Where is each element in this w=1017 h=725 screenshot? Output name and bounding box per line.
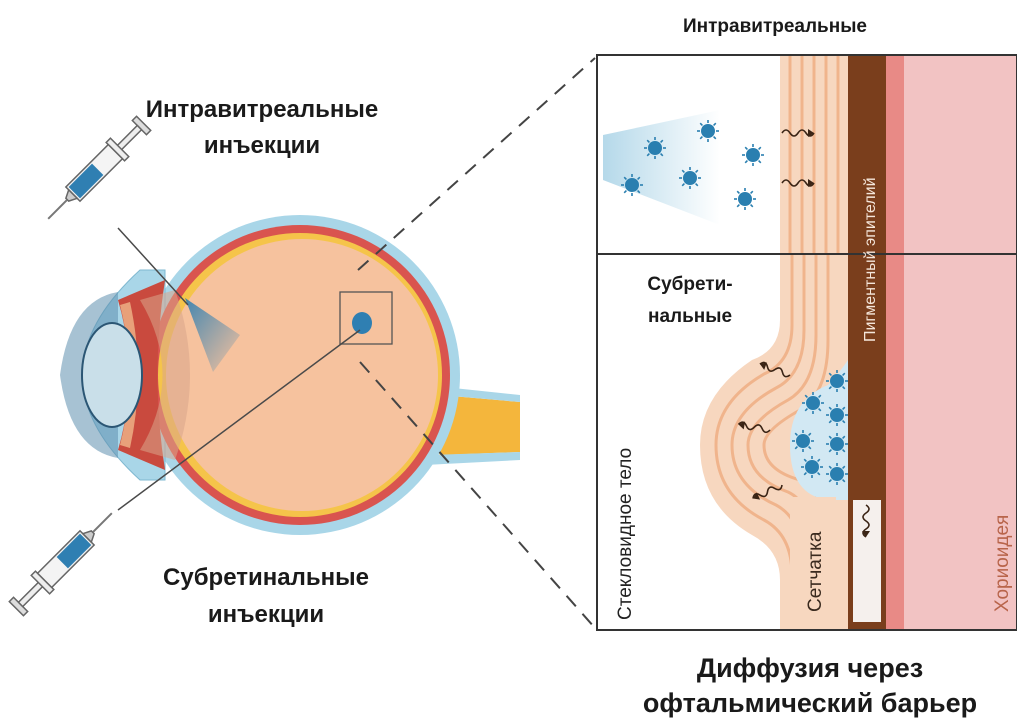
subretinal-bleb (352, 312, 372, 334)
pigment-epithelium-label: Пигментный эпителий (862, 177, 879, 342)
vitreous-chamber (166, 239, 438, 511)
inset-subretinal-label: Субрети- (647, 274, 732, 295)
magnified-panel: Интравитреальные (597, 16, 1017, 630)
eye-cross-section (60, 215, 520, 535)
inset-subretinal-label-2: нальные (648, 306, 732, 327)
intravitreal-subpanel (597, 55, 1017, 253)
choroid-label: Хориоидея (992, 515, 1013, 612)
caption-line-2: офтальмический барьер (643, 688, 977, 718)
intravitreal-injections-label-2: инъекции (204, 132, 320, 159)
inset-intravitreal-title: Интравитреальные (683, 16, 867, 37)
retina-label: Сетчатка (805, 531, 826, 612)
syringe-icon (39, 114, 153, 228)
intravitreal-injections-label: Интравитреальные (146, 96, 378, 123)
syringe-icon (7, 504, 121, 618)
subretinal-injections-label: Субретинальные (163, 564, 369, 591)
subretinal-injections-label-2: инъекции (208, 601, 324, 628)
lens (82, 323, 142, 427)
caption-line-1: Диффузия через (697, 653, 923, 683)
vitreous-body-label: Стекловидное тело (615, 448, 636, 620)
